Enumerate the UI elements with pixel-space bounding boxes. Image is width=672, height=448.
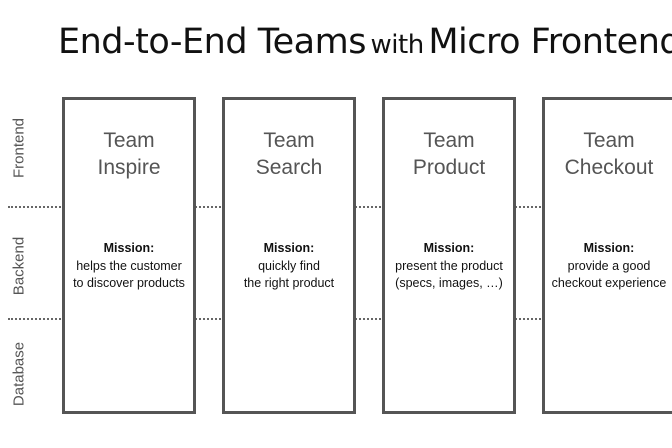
mission-line-2: checkout experience bbox=[551, 276, 667, 290]
mission-line-1: present the product bbox=[395, 258, 503, 273]
team-name: Team Product bbox=[385, 127, 513, 181]
layer-label-frontend: Frontend bbox=[10, 117, 28, 179]
layer-label-database: Database bbox=[10, 341, 28, 407]
team-product-column: Team Product Mission: present the produc… bbox=[382, 97, 516, 414]
team-name-line-2: Search bbox=[255, 156, 323, 179]
mission-line-1: provide a good bbox=[567, 258, 651, 273]
team-name-line-1: Team bbox=[583, 129, 635, 152]
team-name-line-2: Inspire bbox=[97, 156, 161, 179]
diagram-title: End-to-End Teams with Micro Frontends bbox=[58, 22, 672, 62]
mission-line-2: the right product bbox=[243, 276, 335, 290]
team-name: Team Checkout bbox=[545, 127, 672, 181]
team-checkout-column: Team Checkout Mission: provide a good ch… bbox=[542, 97, 672, 414]
mission-line-1: helps the customer bbox=[76, 258, 182, 273]
team-name-line-1: Team bbox=[423, 129, 475, 152]
mission-label: Mission: bbox=[423, 241, 475, 255]
team-name: Team Inspire bbox=[65, 127, 193, 181]
team-mission: Mission: quickly find the right product bbox=[215, 240, 363, 293]
mission-line-2: to discover products bbox=[73, 276, 185, 290]
team-mission: Mission: helps the customer to discover … bbox=[55, 240, 203, 293]
title-part-3: Micro Frontends bbox=[428, 22, 672, 62]
team-name: Team Search bbox=[225, 127, 353, 181]
team-name-line-1: Team bbox=[103, 129, 155, 152]
mission-label: Mission: bbox=[103, 241, 155, 255]
team-name-line-2: Product bbox=[412, 156, 486, 179]
layer-label-backend: Backend bbox=[10, 236, 28, 296]
mission-label: Mission: bbox=[263, 241, 315, 255]
team-inspire-column: Team Inspire Mission: helps the customer… bbox=[62, 97, 196, 414]
title-part-1: End-to-End Teams bbox=[58, 22, 366, 62]
team-name-line-2: Checkout bbox=[564, 156, 654, 179]
team-name-line-1: Team bbox=[263, 129, 315, 152]
team-mission: Mission: present the product (specs, ima… bbox=[375, 240, 523, 293]
title-part-2: with bbox=[370, 30, 425, 60]
team-search-column: Team Search Mission: quickly find the ri… bbox=[222, 97, 356, 414]
mission-line-2: (specs, images, …) bbox=[395, 276, 503, 290]
team-mission: Mission: provide a good checkout experie… bbox=[535, 240, 672, 293]
mission-line-1: quickly find bbox=[258, 258, 320, 273]
mission-label: Mission: bbox=[583, 241, 635, 255]
